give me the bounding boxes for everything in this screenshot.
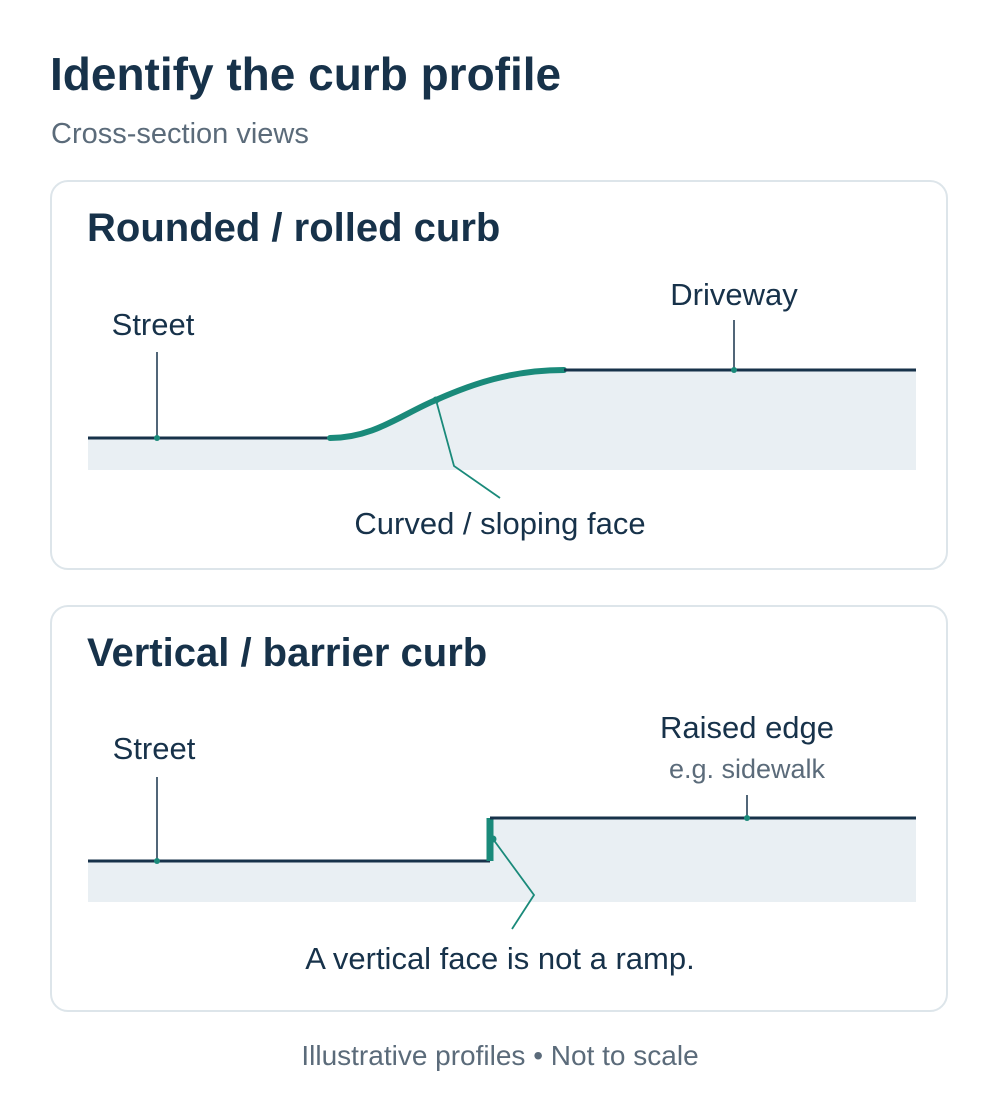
vertical-street-label: Street [113, 731, 196, 766]
rounded-face-dot [432, 396, 440, 404]
rounded-face-leader [435, 399, 501, 499]
rounded-curb-title: Rounded / rolled curb [87, 206, 501, 250]
footer-note: Illustrative profiles • Not to scale [301, 1040, 699, 1071]
vertical-raised-dot [744, 815, 750, 821]
rounded-driveway-label: Driveway [670, 277, 798, 312]
rounded-curb-diagram: Street Driveway Curved / sloping face [88, 277, 916, 541]
vertical-raised-label: Raised edge [660, 710, 834, 745]
rounded-street-dot [154, 435, 160, 441]
vertical-face-dot [489, 835, 497, 843]
vertical-curb-panel: Vertical / barrier curb Street Raised ed… [50, 605, 948, 1012]
vertical-street-dot [154, 858, 160, 864]
vertical-face-label: A vertical face is not a ramp. [305, 941, 694, 976]
vertical-curb-diagram: Street Raised edge e.g. sidewalk A verti… [88, 710, 916, 976]
page-title: Identify the curb profile [50, 48, 562, 100]
vertical-raised-sublabel: e.g. sidewalk [669, 754, 826, 784]
vertical-curb-title: Vertical / barrier curb [87, 631, 488, 675]
rounded-street-label: Street [112, 307, 195, 342]
rounded-ground-fill [88, 370, 916, 470]
vertical-ground-fill [88, 818, 916, 902]
vertical-face-leader [492, 838, 536, 930]
rounded-driveway-dot [731, 367, 737, 373]
page-subtitle: Cross-section views [51, 118, 309, 150]
rounded-curb-panel: Rounded / rolled curb Street Driveway Cu… [50, 180, 948, 570]
rounded-face-label: Curved / sloping face [354, 506, 645, 541]
